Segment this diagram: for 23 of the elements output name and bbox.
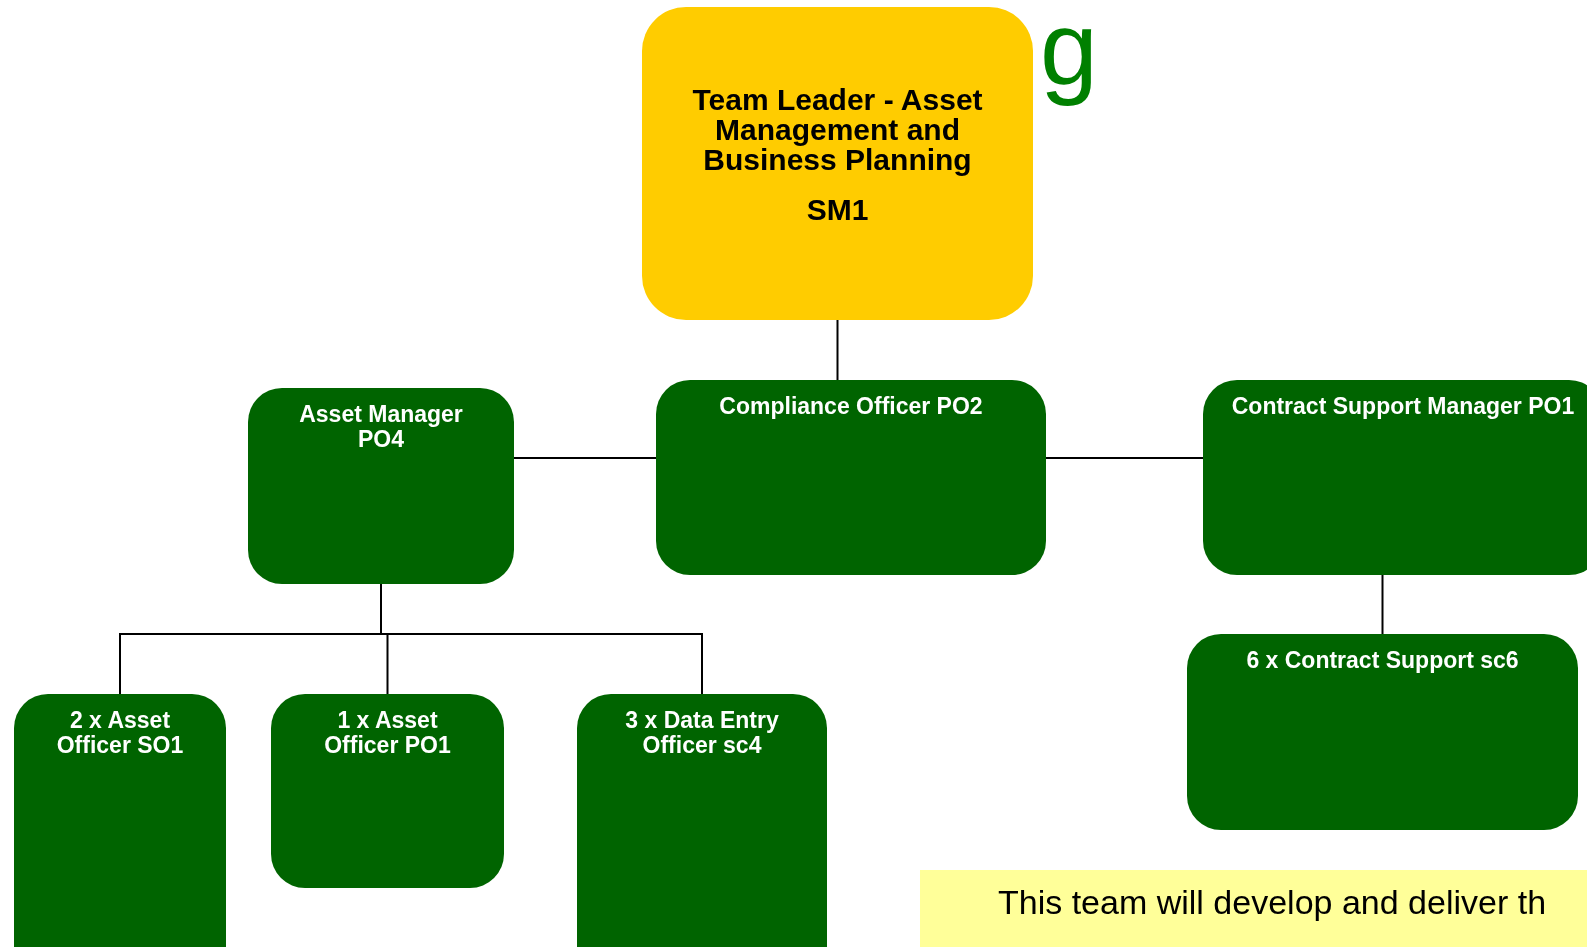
leader-box [642,7,1033,320]
role-box [14,694,226,947]
role-box [248,388,514,584]
role-title: 3 x Data Entry Officer sc4 [624,708,780,758]
role-title: Contract Support Manager PO1 [1230,394,1576,419]
role-box [1187,634,1578,830]
connector-line [513,457,657,459]
role-box [577,694,827,947]
connector-line [1045,457,1204,459]
role-title: 2 x Asset Officer SO1 [55,708,185,758]
note-text: This team will develop and deliver th [998,882,1548,922]
grade-label: SM1 [805,195,870,225]
title-fragment: g [1040,0,1098,108]
connector-line [836,319,839,381]
role-box [271,694,504,888]
role-box [656,380,1046,575]
connector-line [1381,574,1384,635]
role-title: Asset Manager PO4 [298,402,464,452]
role-box [1203,380,1587,575]
role-title: 6 x Contract Support sc6 [1245,648,1520,673]
role-title: Team Leader - Asset Management and Business Planning [691,85,984,175]
role-title: 1 x Asset Officer PO1 [323,708,452,758]
role-title: Compliance Officer PO2 [718,394,984,419]
